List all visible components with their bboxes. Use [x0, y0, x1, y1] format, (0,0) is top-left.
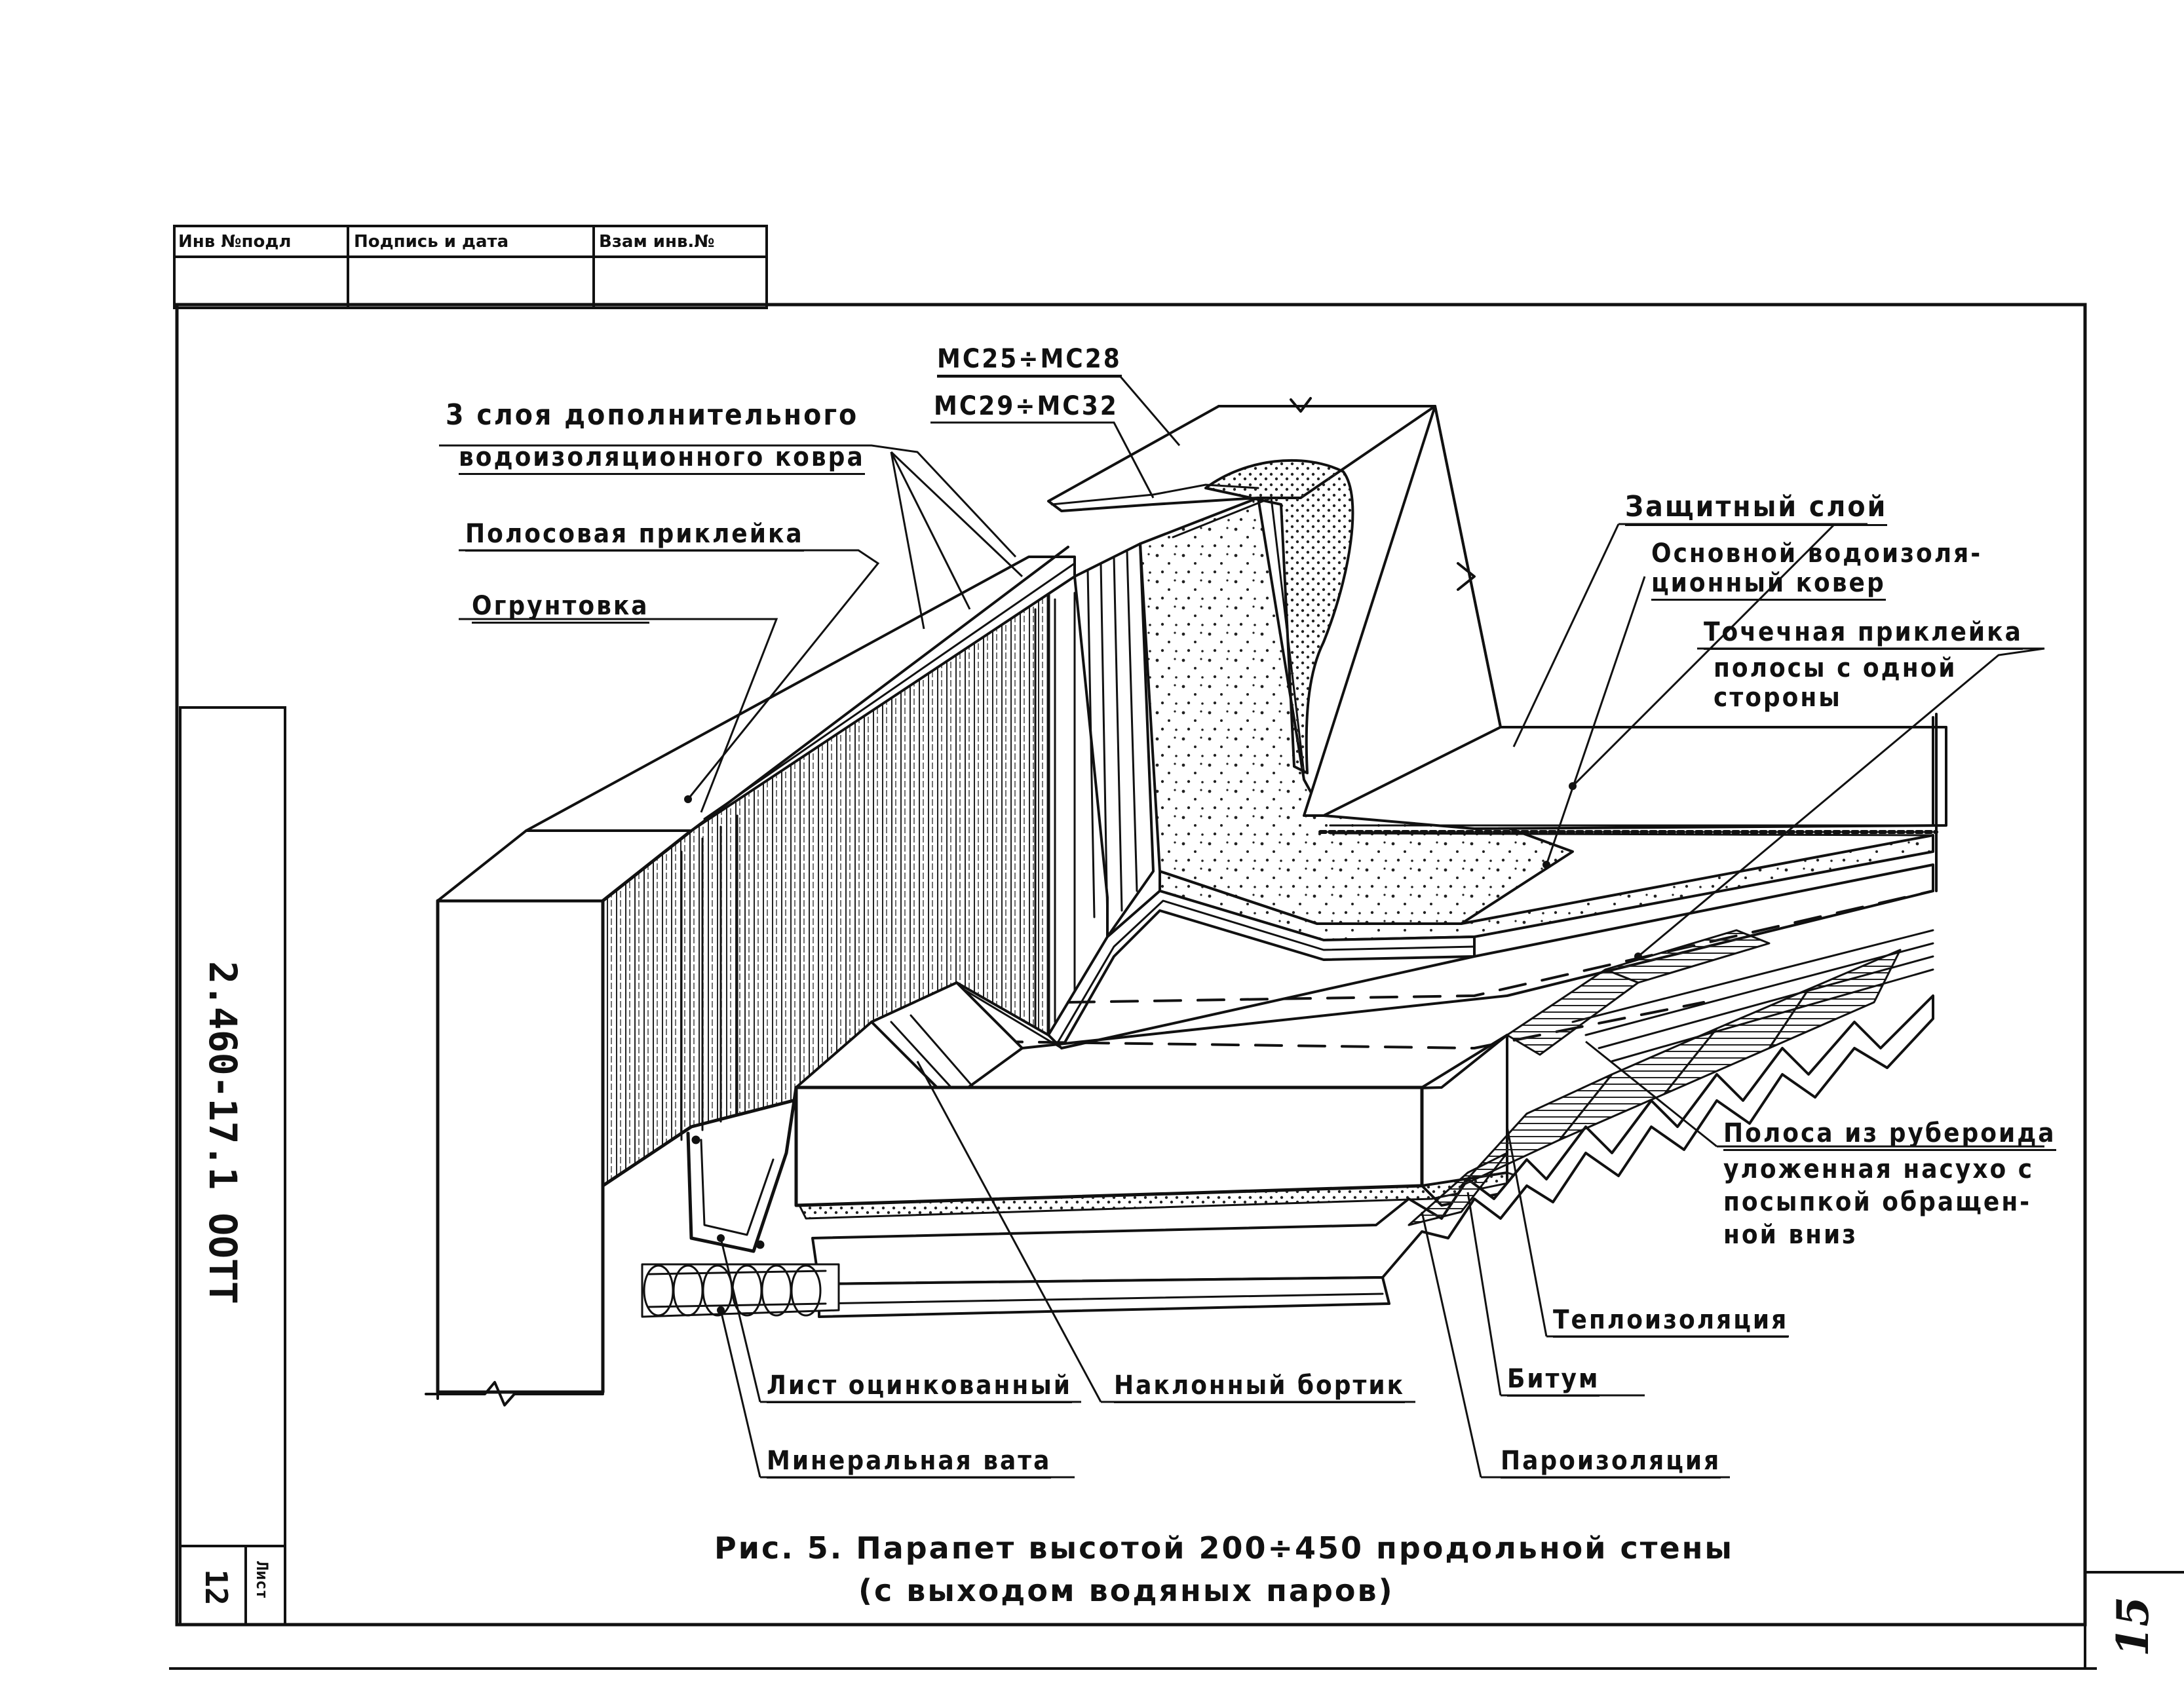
- figure-caption-line2: (с выходом водяных паров): [858, 1573, 1394, 1608]
- label-main-carpet-line2: ционный ковер: [1651, 570, 1886, 601]
- label-slope-curb: Наклонный бортик: [1114, 1372, 1406, 1403]
- roof-protective-plane: [1322, 726, 1947, 830]
- leader-dots: [684, 782, 1642, 1314]
- label-ruberoid-line2: уложенная насухо с: [1723, 1154, 2035, 1184]
- label-ruberoid-line3: посыпкой обращен-: [1723, 1187, 2032, 1217]
- cap-sealant: [1204, 459, 1354, 774]
- membrane-vertical: [1073, 542, 1155, 938]
- label-spot-line2: полосы с одной: [1714, 653, 1957, 683]
- label-spot-line3: стороны: [1714, 683, 1842, 713]
- label-protective: Защитный слой: [1625, 493, 1888, 526]
- title-block-col1: Инв №подл: [178, 232, 292, 252]
- break-line-bottom: [425, 1381, 604, 1406]
- parapet-front-face: [436, 899, 605, 1394]
- mineral-wool: [641, 1263, 840, 1318]
- label-mc-bottom: МС29÷МС32: [934, 391, 1119, 421]
- side-stamp-doc-code: 2.460-17.1 ООТТ: [201, 961, 245, 1304]
- side-stamp-sheet-label: Лист: [253, 1561, 271, 1599]
- label-galvanized: Лист оцинкованный: [767, 1372, 1072, 1403]
- label-bitumen: Битум: [1507, 1366, 1600, 1397]
- galvanized-sheet: [686, 1085, 798, 1253]
- label-spot-line1: Точечная приклейка: [1704, 619, 2023, 650]
- ruberoid-strip: [1571, 929, 1934, 1063]
- label-ruberoid-line1: Полоса из рубероида: [1723, 1120, 2056, 1151]
- label-main-carpet-line1: Основной водоизоля-: [1651, 538, 1983, 569]
- title-block-col3: Взам инв.№: [599, 232, 715, 252]
- side-stamp: [179, 706, 286, 1626]
- label-strip-gluing: Полосовая приклейка: [465, 521, 804, 552]
- label-ruberoid-line4: ной вниз: [1723, 1220, 1858, 1250]
- page-number: 15: [2107, 1596, 2158, 1657]
- label-insulation: Теплоизоляция: [1553, 1307, 1789, 1338]
- title-block: [173, 225, 768, 309]
- side-stamp-sheet-number: 12: [199, 1569, 234, 1606]
- label-mineral-wool: Минеральная вата: [767, 1448, 1052, 1479]
- sheet-frame: [169, 303, 2097, 1670]
- title-block-col2: Подпись и дата: [354, 232, 509, 252]
- label-vapor: Пароизоляция: [1501, 1448, 1721, 1479]
- label-primer: Огрунтовка: [472, 593, 649, 624]
- parapet-drawing: [425, 397, 1947, 1406]
- label-layers-line1: 3 слоя дополнительного: [446, 398, 859, 432]
- label-mc-top: МС25÷МС28: [937, 346, 1122, 377]
- parapet-top-long: [525, 556, 1076, 832]
- figure-caption-line1: Рис. 5. Парапет высотой 200÷450 продольн…: [714, 1530, 1734, 1566]
- label-layers-line2: водоизоляционного ковра: [459, 444, 865, 475]
- insulation-front: [794, 1085, 1424, 1207]
- profiled-deck: [811, 994, 1934, 1285]
